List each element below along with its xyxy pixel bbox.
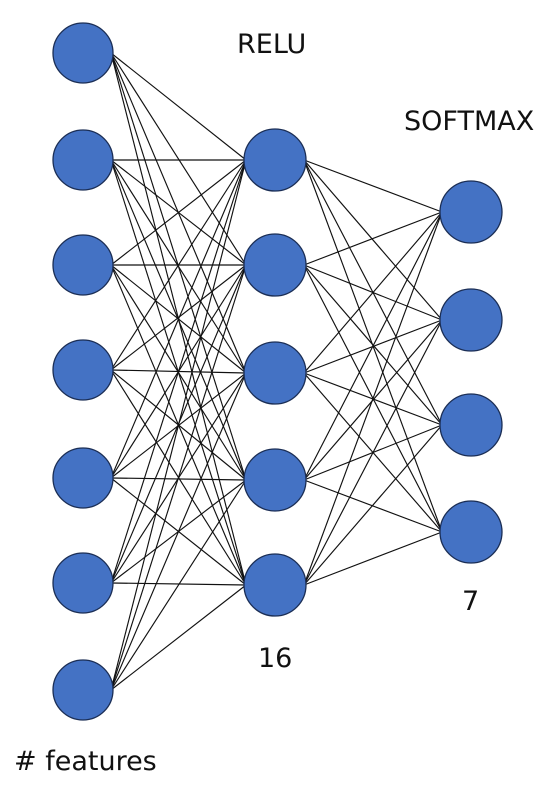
output-neuron-1 (439, 180, 503, 244)
edge-input-4-to-hidden-2 (110, 264, 247, 371)
edge-hidden-5-to-output-2 (303, 319, 443, 586)
hidden-neuron-3 (243, 341, 307, 405)
hidden-neuron-5 (243, 553, 307, 617)
input-neuron-3 (52, 234, 114, 296)
edge-hidden-4-to-output-4 (303, 479, 443, 533)
edge-input-7-to-hidden-3 (110, 372, 247, 691)
edge-hidden-5-to-output-4 (303, 531, 443, 586)
edge-input-7-to-hidden-2 (110, 264, 247, 691)
edge-input-6-to-hidden-1 (110, 159, 247, 584)
edge-input-4-to-hidden-1 (110, 159, 247, 371)
input-neuron-4 (52, 339, 114, 401)
input-neuron-1 (52, 22, 114, 84)
output-neuron-2 (439, 288, 503, 352)
hidden-activation-label: RELU (237, 29, 306, 60)
edge-hidden-2-to-output-1 (303, 211, 443, 266)
input-neuron-5 (52, 447, 114, 509)
hidden-neuron-1 (243, 128, 307, 192)
output-neuron-3 (439, 393, 503, 457)
edge-hidden-1-to-output-2 (303, 159, 443, 321)
edge-hidden-3-to-output-1 (303, 211, 443, 374)
edge-hidden-5-to-output-1 (303, 211, 443, 586)
edge-hidden-5-to-output-3 (303, 424, 443, 586)
hidden-neuron-2 (243, 233, 307, 297)
neuron-nodes (52, 22, 503, 721)
edge-input-7-to-hidden-1 (110, 159, 247, 691)
hidden-neuron-4 (243, 448, 307, 512)
output-activation-label: SOFTMAX (404, 106, 534, 137)
edge-hidden-1-to-output-1 (303, 159, 443, 213)
edge-hidden-4-to-output-1 (303, 211, 443, 481)
hidden-unit-count: 16 (258, 643, 292, 674)
input-neuron-2 (52, 129, 114, 191)
edge-input-5-to-hidden-1 (110, 159, 247, 479)
output-unit-count: 7 (462, 586, 479, 617)
edge-input-7-to-hidden-4 (110, 479, 247, 691)
edge-input-1-to-hidden-1 (110, 52, 247, 161)
output-neuron-4 (439, 500, 503, 564)
edge-input-7-to-hidden-5 (110, 584, 247, 691)
connection-lines (110, 52, 443, 691)
input-features-label: # features (14, 746, 157, 777)
input-neuron-6 (52, 552, 114, 614)
edge-input-3-to-hidden-1 (110, 159, 247, 266)
input-neuron-7 (52, 659, 114, 721)
edge-input-1-to-hidden-2 (110, 52, 247, 266)
